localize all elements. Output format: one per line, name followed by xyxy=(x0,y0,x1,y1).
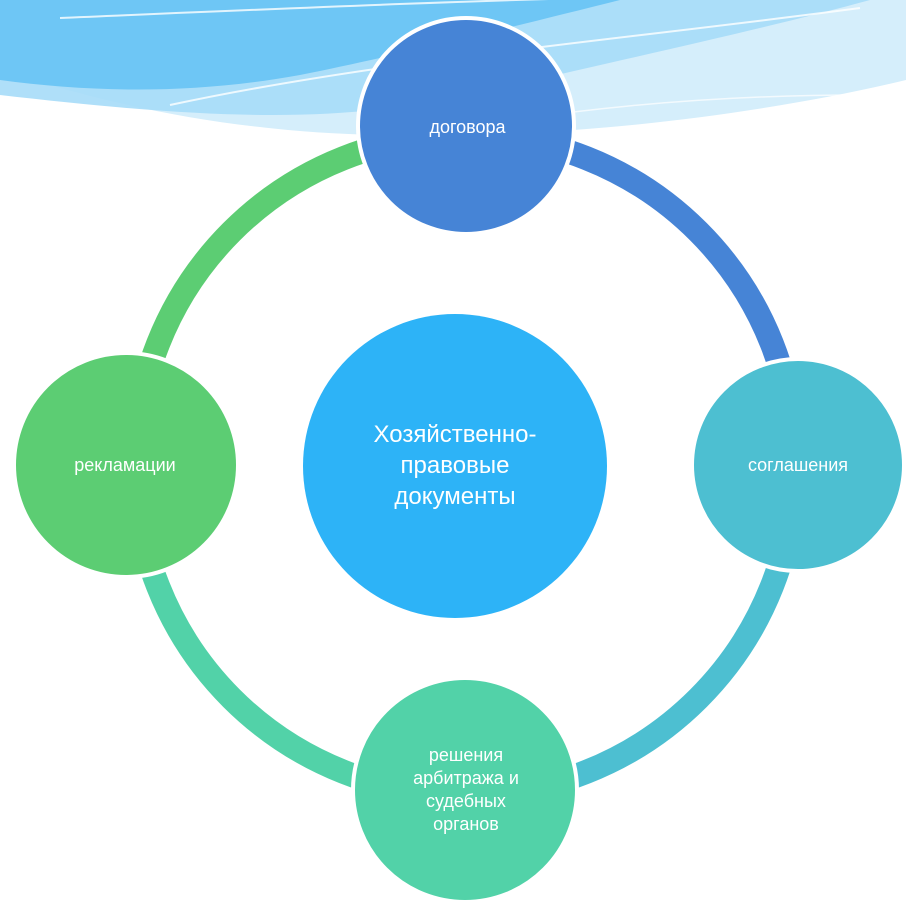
node-circle-left xyxy=(12,351,240,579)
center-label: Хозяйственно- правовые документы xyxy=(373,420,537,510)
node-circle-bottom xyxy=(351,676,579,904)
node-label-dogovora: договора xyxy=(429,117,506,137)
node-circle-top xyxy=(356,16,576,236)
node-label-resheniya: решения арбитража и судебных органов xyxy=(413,745,519,834)
center-circle xyxy=(303,314,607,618)
node-circle-right xyxy=(690,357,906,573)
wave-line-1 xyxy=(59,0,549,19)
node-label-soglasheniya: соглашения xyxy=(747,454,849,475)
node-label-reklamatsii: рекламации xyxy=(74,454,176,475)
